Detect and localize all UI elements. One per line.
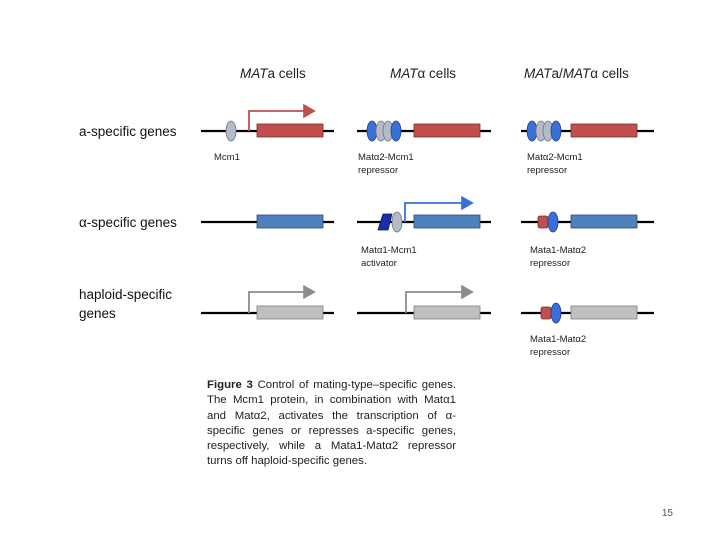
gene-haploid-specific-mata [201,284,334,320]
mcm1-protein [391,211,403,233]
alpha2-protein [550,302,562,324]
gene-alpha-specific-matalpha [357,195,491,233]
haploid-gene-box [413,305,481,320]
row-label-a-specific: a-specific genes [79,124,177,139]
row-label-haploid-line1: haploid-specific [79,287,172,302]
label-r1c1-line1: Mcm1 [214,152,240,163]
a1-protein [540,306,552,320]
label-r2c3-line2: repressor [530,258,570,269]
alpha2-protein [390,120,402,142]
row-label-haploid-line2: genes [79,306,116,321]
caption-label: Figure 3 [207,379,253,391]
label-r2c3-line1: Mata1-Matα2 [530,245,586,256]
gene-a-specific-matalpha [357,120,491,142]
transcription-arrow [248,103,316,131]
label-r3c3-line1: Mata1-Matα2 [530,334,586,345]
alpha1-protein [377,213,393,231]
gene-alpha-specific-diploid [521,211,654,233]
gene-a-specific-mata [201,103,334,142]
column-header-diploid: MATa/MATα cells [524,66,629,81]
figure-caption: Figure 3 Control of mating-type–specific… [207,378,456,470]
transcription-arrow [248,284,316,313]
alpha2-protein [366,120,378,142]
column-header-mata: MATa cells [240,66,306,81]
gene-haploid-specific-diploid [521,302,654,324]
label-r1c3-line1: Matα2-Mcm1 [527,152,583,163]
column-header-matalpha: MATα cells [390,66,456,81]
alpha2-protein [550,120,562,142]
haploid-gene-box [570,305,638,320]
alpha2-protein [526,120,538,142]
label-r1c2-line2: repressor [358,165,398,176]
haploid-gene-box [256,305,324,320]
label-r1c2-line1: Matα2-Mcm1 [358,152,414,163]
label-r1c3-line2: repressor [527,165,567,176]
alpha-gene-box [256,214,324,229]
alpha2-protein [547,211,559,233]
a-gene-box [413,123,481,138]
row-label-alpha-specific: α-specific genes [79,215,177,230]
gene-alpha-specific-mata [201,214,334,229]
label-r3c3-line2: repressor [530,347,570,358]
alpha-gene-box [413,214,481,229]
mcm1-protein [225,120,237,142]
gene-haploid-specific-matalpha [357,284,491,320]
a1-protein [537,215,549,229]
label-r2c2-line2: activator [361,258,397,269]
caption-text: Control of mating-type–specific genes. T… [207,379,456,468]
a-gene-box [256,123,324,138]
page-number: 15 [661,508,673,519]
a-gene-box [570,123,638,138]
alpha-gene-box [570,214,638,229]
gene-a-specific-diploid [521,120,654,142]
transcription-arrow [404,195,474,222]
label-r2c2-line1: Matα1-Mcm1 [361,245,417,256]
transcription-arrow [405,284,474,313]
